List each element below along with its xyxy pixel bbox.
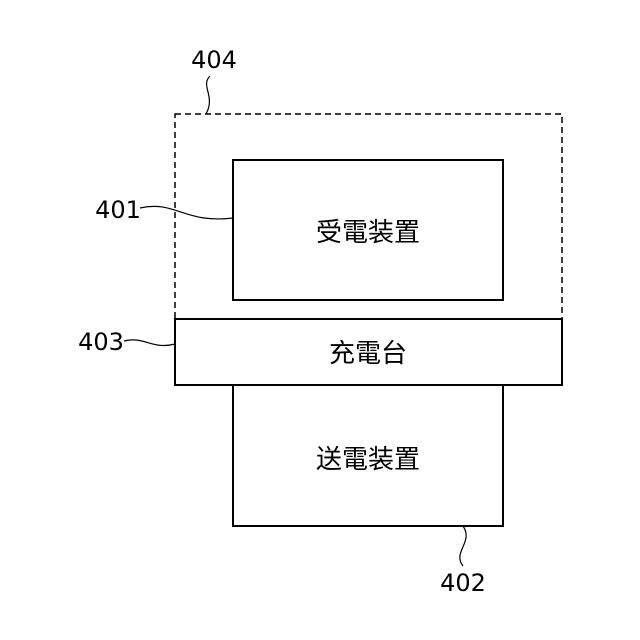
reference-label-401: 401 <box>95 196 141 224</box>
reference-label-403: 403 <box>78 328 124 356</box>
power-transmitting-device-label: 送電装置 <box>316 445 420 475</box>
leader-line-402 <box>460 526 466 566</box>
reference-label-404: 404 <box>191 46 237 74</box>
power-receiving-device-label: 受電装置 <box>316 218 420 248</box>
charging-stand-label: 充電台 <box>329 339 407 369</box>
reference-label-402: 402 <box>440 569 486 597</box>
leader-line-403 <box>124 340 175 346</box>
leader-line-401 <box>140 206 233 219</box>
leader-line-404 <box>206 76 210 114</box>
